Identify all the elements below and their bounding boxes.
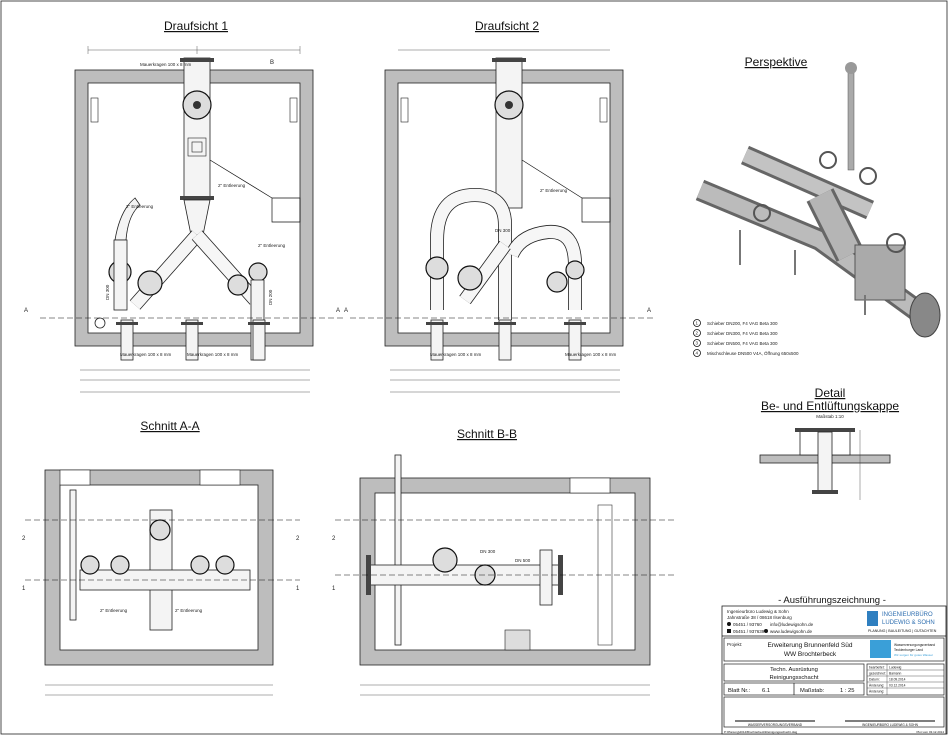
scale-value: 1 : 25 bbox=[840, 688, 855, 694]
sheet-number: 6.1 bbox=[762, 688, 770, 694]
section-mark-2: 2 bbox=[296, 536, 300, 542]
dn-label: DN 300 bbox=[495, 228, 511, 233]
client-slogan: Wir sorgen für gutes Wasser bbox=[894, 653, 933, 657]
section-aa-title: Schnitt A-A bbox=[140, 419, 199, 433]
svg-text:4: 4 bbox=[696, 351, 699, 356]
drain-label: 2" Entleerung bbox=[258, 243, 286, 248]
project-title: Erweiterung Brunnenfeld Süd bbox=[768, 642, 853, 649]
perspective-3d-view bbox=[695, 62, 941, 338]
section-mark-a-right: A bbox=[336, 308, 340, 314]
collar-label: Mauerkragen 100 x 8 mm bbox=[430, 352, 482, 357]
svg-text:Änderung:: Änderung: bbox=[869, 690, 884, 694]
drain-label: 2" Entleerung bbox=[126, 204, 154, 209]
collar-label: Mauerkragen 100 x 8 mm bbox=[187, 352, 239, 357]
dn-label: DN 300 bbox=[105, 284, 110, 300]
project-label: Projekt: bbox=[727, 642, 742, 647]
plot-date: Plot vom 03.12.2014 bbox=[916, 730, 944, 734]
svg-text:2: 2 bbox=[696, 331, 699, 336]
svg-text:Mischschleuse DN500 V4A, Öffnu: Mischschleuse DN500 V4A, Öffnung 650x500 bbox=[707, 350, 799, 356]
drain-label: 2" Entleerung bbox=[100, 608, 128, 613]
company-logo-mark bbox=[867, 611, 878, 626]
svg-text:Schieber DN300, F4 VAG Beta 30: Schieber DN300, F4 VAG Beta 300 bbox=[707, 331, 778, 336]
legend-item: 2 Schieber DN300, F4 VAG Beta 300 bbox=[693, 329, 778, 337]
drawing-subject: Reinigungsschacht bbox=[770, 675, 819, 681]
company-logo: LUDEWIG & SOHN bbox=[882, 620, 935, 626]
svg-text:bearbeitet:: bearbeitet: bbox=[869, 666, 885, 670]
svg-text:Schieber DN500, F4 VAG Beta 30: Schieber DN500, F4 VAG Beta 300 bbox=[707, 341, 778, 346]
section-mark-2: 2 bbox=[332, 536, 336, 542]
svg-text:3: 3 bbox=[696, 341, 699, 346]
svg-text:Bamann: Bamann bbox=[889, 672, 901, 676]
plan1-title: Draufsicht 1 bbox=[164, 19, 228, 33]
project-subtitle: WW Brochterbeck bbox=[784, 651, 837, 658]
collar-label: Mauerkragen 100 x 8 mm bbox=[565, 352, 617, 357]
section-mark-1: 1 bbox=[22, 586, 26, 592]
svg-text:18.09.2014: 18.09.2014 bbox=[889, 678, 906, 682]
section-mark-1: 1 bbox=[296, 586, 300, 592]
signature-office: INGENIEURBÜRO LUDEWIG & SOHN bbox=[862, 723, 918, 727]
office-web: www.ludewigsohn.de bbox=[770, 629, 813, 634]
section-mark-2: 2 bbox=[22, 536, 26, 542]
office-mail: info@ludewigsohn.de bbox=[770, 622, 814, 627]
detail-scale: Maßstab 1:10 bbox=[816, 414, 844, 419]
section-bb-title: Schnitt B-B bbox=[457, 427, 517, 441]
legend-item: 3 Schieber DN500, F4 VAG Beta 300 bbox=[693, 339, 778, 347]
plan2-title: Draufsicht 2 bbox=[475, 19, 539, 33]
svg-text:Änderung:: Änderung: bbox=[869, 684, 884, 688]
scale-label: Maßstab: bbox=[800, 688, 825, 694]
drain-label: 2" Entleerung bbox=[540, 188, 568, 193]
office-fax: 05451 / 937639 bbox=[733, 629, 765, 634]
section-mark-1: 1 bbox=[332, 586, 336, 592]
sheet-number-label: Blatt Nr.: bbox=[728, 688, 751, 694]
title-block: - Ausführungszeichnung - Ingenieurbüro L… bbox=[721, 595, 947, 735]
detail-title: Detail bbox=[815, 386, 846, 400]
svg-text:1: 1 bbox=[696, 321, 699, 326]
company-logo: INGENIEURBÜRO bbox=[882, 611, 933, 618]
perspective-title: Perspektive bbox=[745, 55, 808, 69]
section-mark-b-top: B bbox=[270, 60, 274, 66]
section-bb: 2 1 DN 300 DN 500 bbox=[332, 454, 675, 696]
drain-label: 2" Entleerung bbox=[218, 183, 246, 188]
section-mark-a-left: A bbox=[344, 308, 348, 314]
dn-label: DN 500 bbox=[515, 558, 531, 563]
svg-text:Schieber DN200, F4 VAG Beta 30: Schieber DN200, F4 VAG Beta 300 bbox=[707, 321, 778, 326]
office-address: Jahnstraße 38 / 08618 Ilsenburg bbox=[727, 615, 792, 620]
drawing-subject: Techn. Ausrüstung bbox=[770, 667, 818, 673]
drain-label: 2" Entleerung bbox=[175, 608, 203, 613]
legend: 1 Schieber DN200, F4 VAG Beta 300 2 Schi… bbox=[693, 319, 799, 357]
client-logo bbox=[870, 640, 891, 658]
plan-view-1: A A B 2" Entleerung 2" Entleerung 2" Ent… bbox=[24, 46, 345, 393]
company-tagline: PLANUNG | BAULEITUNG | GUTACHTEN bbox=[868, 629, 937, 633]
legend-item: 1 Schieber DN200, F4 VAG Beta 300 bbox=[693, 319, 778, 327]
section-mark-a-right: A bbox=[647, 308, 651, 314]
section-aa: 2 1 2 1 2" Entleerung 2" Entleerung bbox=[22, 469, 300, 696]
plan-view-2: A A 2" Entleerung DN 300 Mauerkragen 100… bbox=[344, 49, 655, 393]
detail-vent-cap bbox=[759, 428, 891, 500]
office-phone: 05451 / 93760 bbox=[733, 622, 762, 627]
legend-item: 4 Mischschleuse DN500 V4A, Öffnung 650x5… bbox=[693, 349, 799, 357]
collar-label: Mauerkragen 100 x 8 mm bbox=[120, 352, 172, 357]
office-name: Ingenieurbüro Ludewig & Sohn bbox=[727, 609, 789, 614]
svg-text:gezeichnet:: gezeichnet: bbox=[869, 672, 886, 676]
signature-client: WASSERVERSORGUNGSVERBAND bbox=[748, 723, 803, 727]
section-mark-a-left: A bbox=[24, 308, 28, 314]
dn200-label: DN 200 bbox=[268, 289, 273, 305]
svg-text:03.12.2014: 03.12.2014 bbox=[889, 684, 906, 688]
svg-text:Datum:: Datum: bbox=[869, 678, 880, 682]
file-path: P:\Planung\2014\Brochterbeck\Reinigungss… bbox=[724, 730, 798, 734]
client-name: Tecklenburger Land bbox=[894, 648, 923, 652]
client-name: Wasserversorgungsverband bbox=[894, 643, 935, 647]
dn-label: DN 300 bbox=[480, 549, 496, 554]
drawing-status: - Ausführungszeichnung - bbox=[778, 595, 886, 606]
detail-subtitle: Be- und Entlüftungskappe bbox=[761, 399, 899, 413]
svg-text:Ludewig: Ludewig bbox=[889, 666, 901, 670]
collar-label: Mauerkragen 100 x 8 mm bbox=[140, 62, 192, 67]
